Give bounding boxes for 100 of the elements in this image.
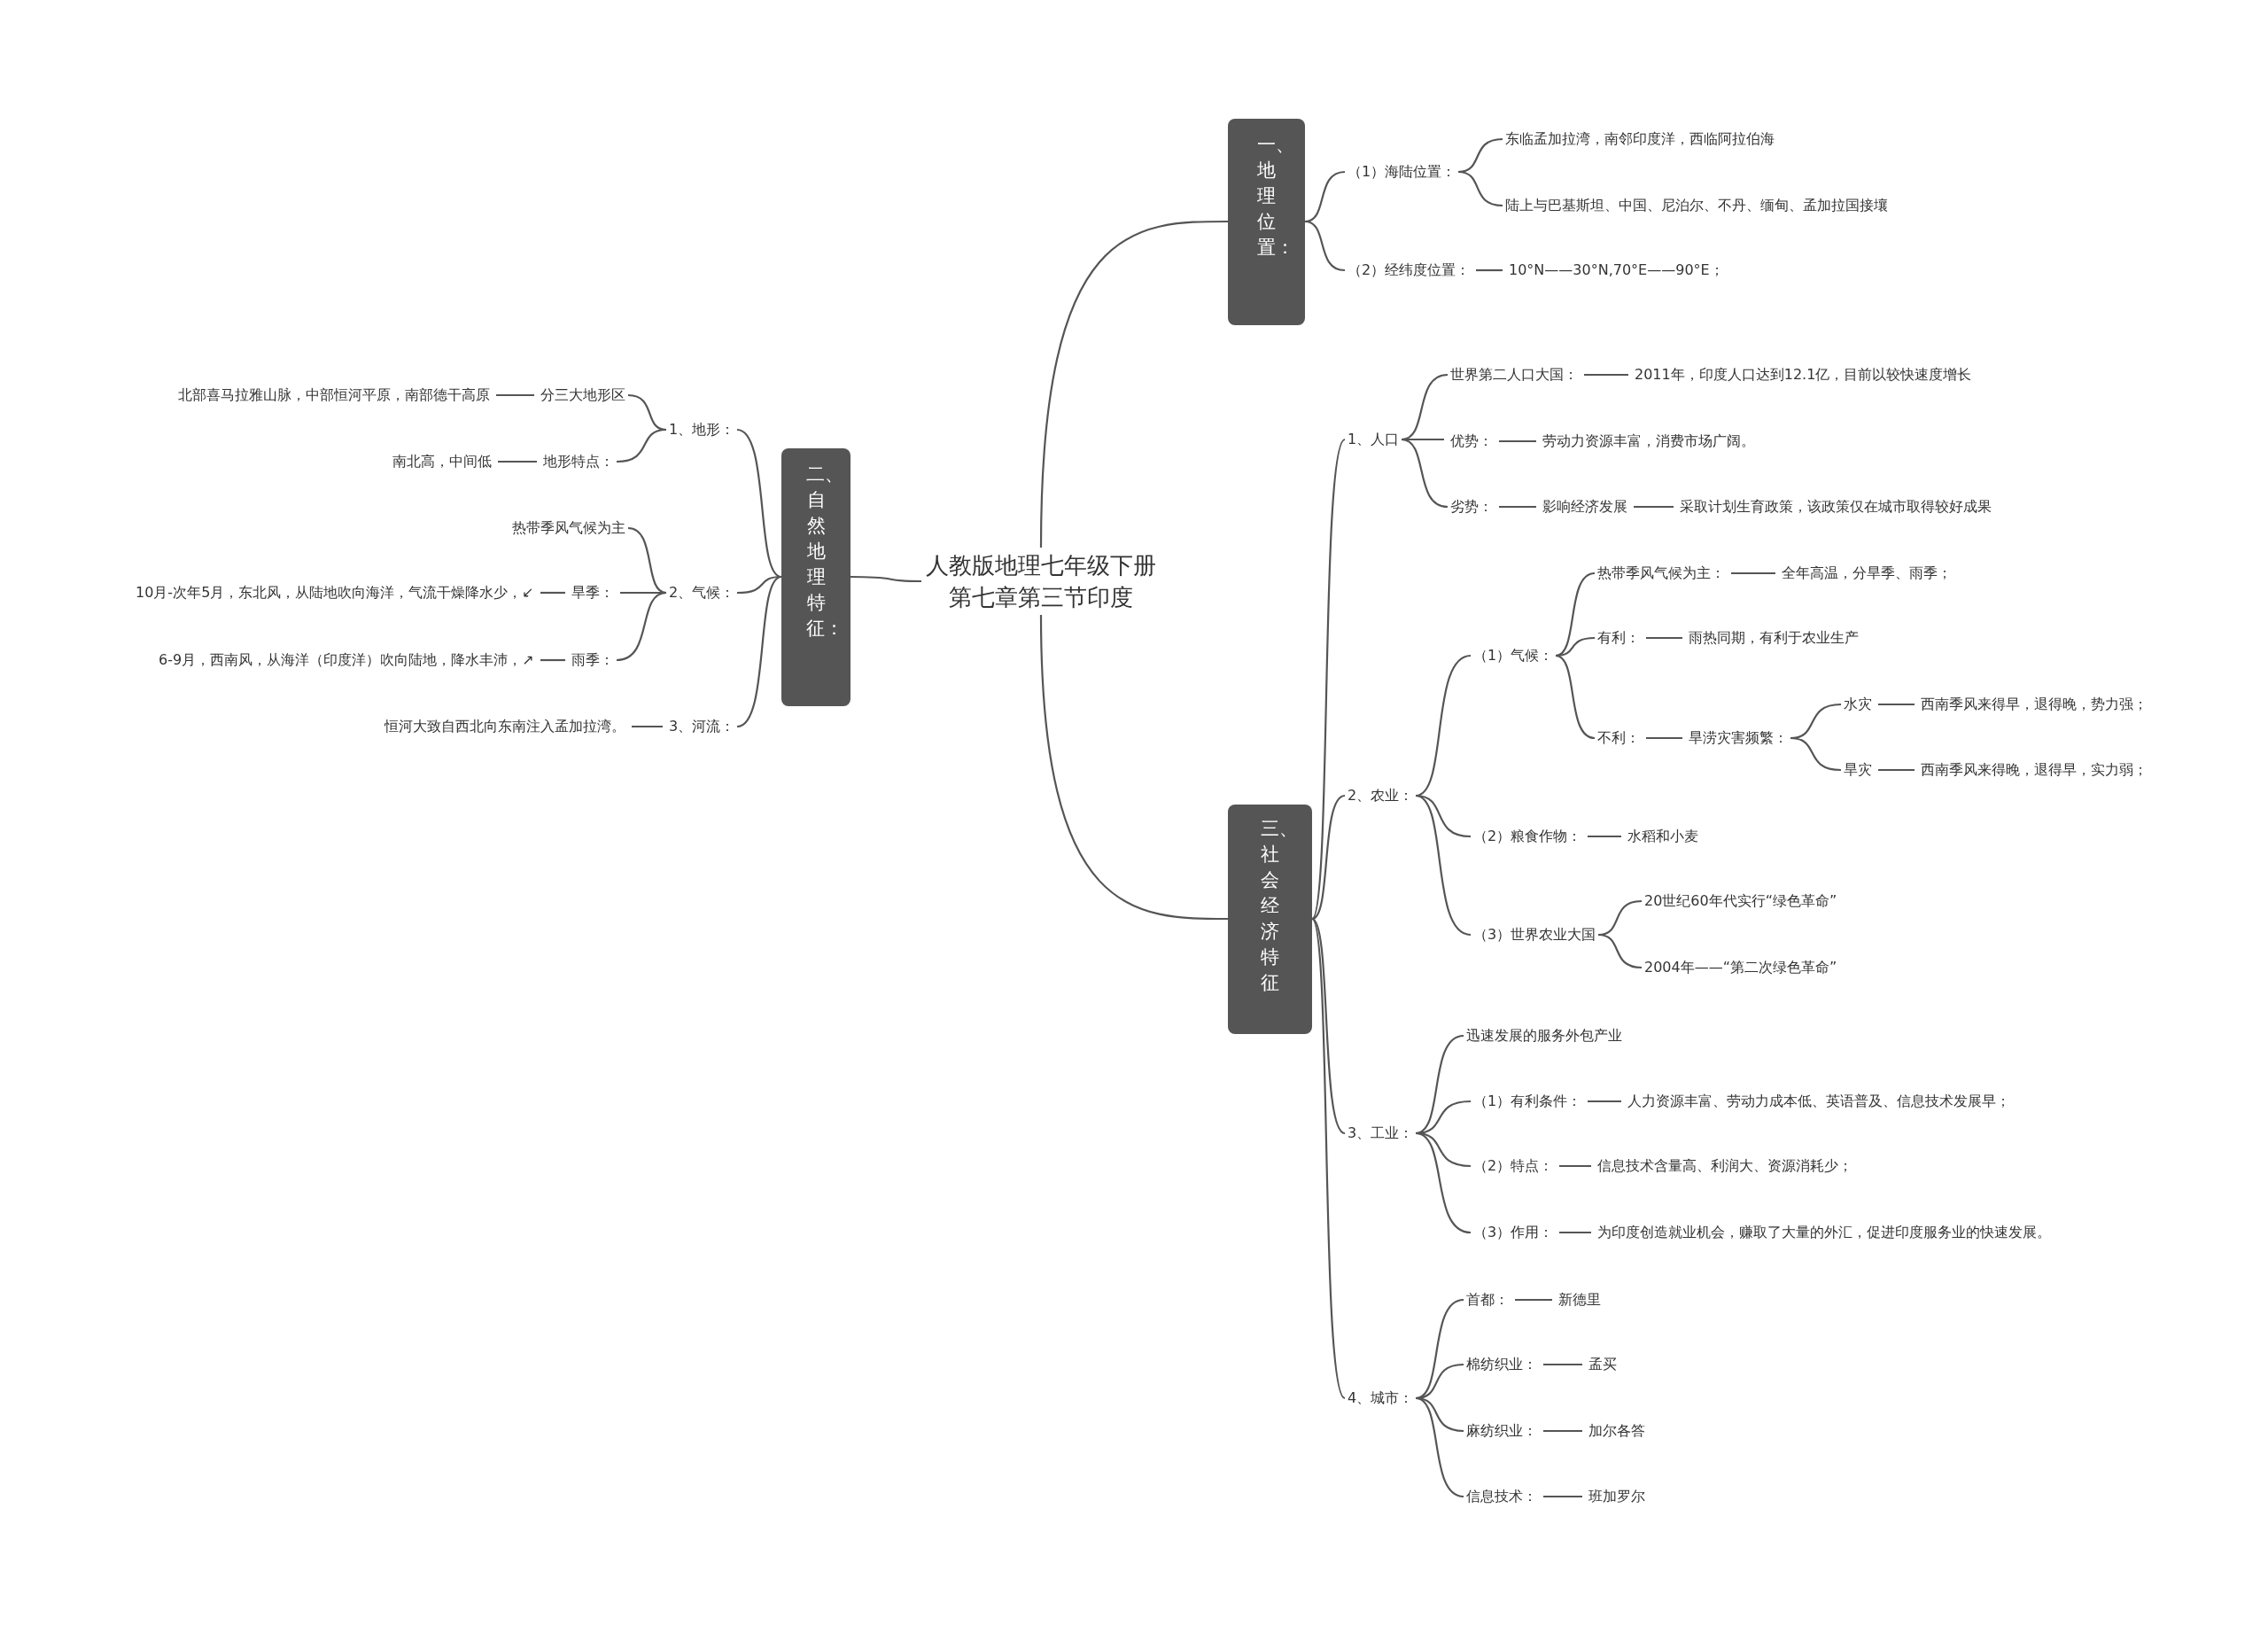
branch-text: （2）粮食作物： — [1471, 825, 1585, 848]
branch-text: 旱季： — [569, 581, 617, 604]
branch-text: 为印度创造就业机会，赚取了大量的外汇，促进印度服务业的快速发展。 — [1595, 1221, 2054, 1244]
branch-text: 棉纺织业： — [1464, 1353, 1540, 1376]
connector-line — [1790, 736, 1842, 772]
connector-line — [736, 576, 782, 728]
connector-line — [540, 591, 565, 595]
branch-text: 有利： — [1595, 626, 1643, 649]
connector-line — [1311, 795, 1346, 920]
branch-text: 10月-次年5月，东北风，从陆地吹向海洋，气流干燥降水少，↙ — [133, 581, 537, 604]
branch-text: 加尔各答 — [1586, 1419, 1648, 1442]
connector-line — [1543, 1429, 1582, 1433]
branch-text: 水稻和小麦 — [1625, 825, 1701, 848]
branch-text: 2、农业： — [1345, 784, 1417, 807]
connector-line — [1415, 1396, 1464, 1498]
branch-text: 旱灾 — [1841, 758, 1875, 782]
connector-line — [1499, 505, 1536, 509]
branch-text: 班加罗尔 — [1586, 1485, 1648, 1508]
topic-box: 三、社会经济特征 — [1228, 804, 1312, 1034]
connector-line — [627, 526, 667, 595]
connector-line — [736, 428, 782, 578]
branch-text: 不利： — [1595, 727, 1643, 750]
branch-text: 6-9月，西南风，从海洋（印度洋）吹向陆地，降水丰沛，↗ — [156, 649, 537, 672]
branch-text: 3、河流： — [666, 715, 738, 738]
connector-line — [496, 393, 534, 397]
connector-line — [1304, 220, 1346, 272]
branch-text: 20世纪60年代实行“绿色革命” — [1642, 890, 1840, 913]
branch-text: 优势： — [1448, 430, 1495, 453]
connector-line — [1731, 572, 1775, 575]
branch-text: 新德里 — [1556, 1288, 1604, 1311]
branch-text: 南北高，中间低 — [390, 450, 494, 473]
branch-text: 首都： — [1464, 1288, 1511, 1311]
branch-text: 迅速发展的服务外包产业 — [1464, 1024, 1625, 1047]
connector-line — [1584, 373, 1628, 377]
connector-line — [1415, 794, 1472, 937]
branch-text: 劣势： — [1448, 495, 1495, 518]
branch-text: 全年高温，分旱季、雨季； — [1779, 562, 1954, 585]
connector-line — [1543, 1363, 1582, 1366]
branch-text: （2）特点： — [1471, 1155, 1557, 1178]
connector-line — [1415, 1131, 1472, 1234]
connector-line — [632, 725, 663, 728]
connector-line — [1457, 170, 1503, 207]
branch-text: 信息技术： — [1464, 1485, 1540, 1508]
branch-text: 陆上与巴基斯坦、中国、尼泊尔、不丹、缅甸、孟加拉国接壤 — [1503, 194, 1891, 217]
branch-text: （3）作用： — [1471, 1221, 1557, 1244]
connector-line — [1555, 572, 1596, 657]
connector-line — [1878, 768, 1915, 772]
branch-text: 雨热同期，有利于农业生产 — [1686, 626, 1861, 649]
branch-text: 热带季风气候为主： — [1595, 562, 1728, 585]
branch-text: 旱涝灾害频繁： — [1686, 727, 1790, 750]
connector-line — [1646, 636, 1682, 640]
connector-line — [1597, 933, 1643, 969]
branch-text: （1）海陆位置： — [1345, 160, 1459, 183]
branch-text: （1）气候： — [1471, 644, 1557, 667]
branch-text: 2、气候： — [666, 581, 738, 604]
branch-text: （3）世界农业大国 — [1471, 923, 1599, 946]
connector-line — [1499, 439, 1536, 443]
branch-text: （2）经纬度位置： — [1345, 259, 1473, 282]
branch-text: 信息技术含量高、利润大、资源消耗少； — [1595, 1155, 1855, 1178]
connector-line — [1405, 438, 1444, 441]
connector-line — [1878, 703, 1915, 706]
branch-text: 采取计划生育政策，该政策仅在城市取得较好成果 — [1677, 495, 1994, 518]
connector-line — [1039, 614, 1228, 921]
connector-line — [498, 460, 537, 463]
topic-box: 二、自然地理特征： — [781, 447, 850, 706]
branch-text: 3、工业： — [1345, 1122, 1417, 1145]
connector-line — [1311, 439, 1346, 920]
connector-line — [850, 575, 921, 583]
branch-text: 10°N——30°N,70°E——90°E； — [1506, 259, 1727, 282]
connector-line — [1588, 1100, 1621, 1103]
connector-line — [616, 591, 667, 662]
connector-line — [1634, 505, 1674, 509]
topic-box: 一、地理位置： — [1228, 118, 1305, 325]
branch-text: 世界第二人口大国： — [1448, 363, 1581, 386]
branch-text: 麻纺织业： — [1464, 1419, 1540, 1442]
branch-text: 东临孟加拉湾，南邻印度洋，西临阿拉伯海 — [1503, 128, 1777, 151]
connector-line — [1401, 438, 1449, 509]
branch-text: 恒河大致自西北向东南注入孟加拉湾。 — [382, 715, 628, 738]
connector-line — [616, 428, 667, 463]
branch-text: （1）有利条件： — [1471, 1090, 1585, 1113]
connector-line — [1515, 1298, 1552, 1302]
connector-line — [1311, 918, 1346, 1134]
branch-text: 地形特点： — [540, 450, 617, 473]
branch-text: 4、城市： — [1345, 1387, 1417, 1410]
connector-line — [540, 658, 565, 662]
branch-text: 北部喜马拉雅山脉，中部恒河平原，南部德干高原 — [175, 384, 493, 407]
branch-text: 2011年，印度人口达到12.1亿，目前以较快速度增长 — [1632, 363, 1975, 386]
branch-text: 西南季风来得早，退得晚，势力强； — [1918, 693, 2150, 716]
branch-text: 影响经济发展 — [1540, 495, 1630, 518]
connector-line — [1559, 1231, 1591, 1234]
branch-text: 热带季风气候为主 — [509, 517, 628, 540]
connector-line — [1311, 918, 1346, 1399]
connector-line — [1039, 220, 1228, 548]
branch-text: 雨季： — [569, 649, 617, 672]
central-topic: 人教版地理七年级下册第七章第三节印度 — [921, 548, 1161, 615]
connector-line — [1543, 1495, 1582, 1498]
branch-text: 分三大地形区 — [538, 384, 628, 407]
connector-line — [1646, 736, 1682, 740]
branch-text: 劳动力资源丰富，消费市场广阔。 — [1540, 430, 1758, 453]
branch-text: 2004年——“第二次绿色革命” — [1642, 956, 1840, 979]
